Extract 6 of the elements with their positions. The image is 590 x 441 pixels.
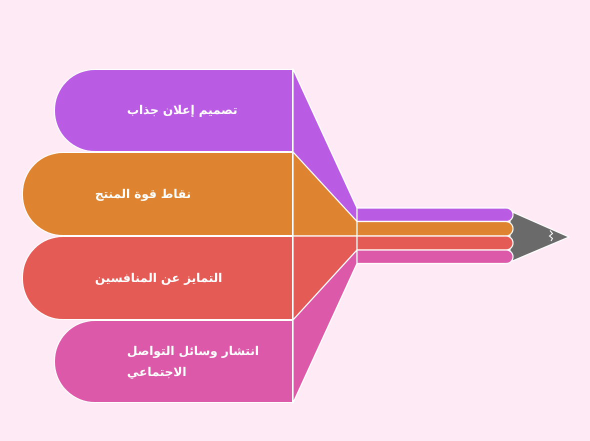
rounded-box (54, 320, 293, 403)
rounded-box (54, 69, 293, 152)
step-label: انتشار وسائل التواصل الاجتماعي (127, 342, 260, 381)
step-label: تصميم إعلان جذاب (127, 102, 238, 119)
step-label: التمايز عن المنافسين (95, 270, 222, 287)
step-label: نقاط قوة المنتج (95, 186, 192, 203)
